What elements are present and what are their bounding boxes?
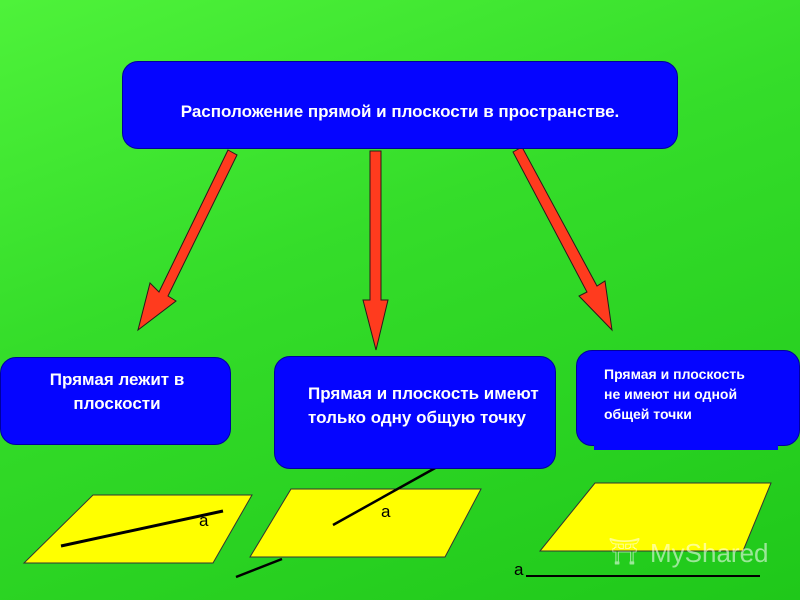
plane-right bbox=[538, 482, 772, 552]
line-intersecting-lower bbox=[235, 557, 283, 579]
line-intersecting-upper bbox=[332, 465, 438, 527]
watermark-logo-icon: ⛩ bbox=[608, 536, 642, 566]
case-box-one-common-point: Прямая и плоскость имеют только одну общ… bbox=[274, 356, 556, 469]
watermark-text: MyShared bbox=[650, 538, 769, 568]
case-text-one-common-point: Прямая и плоскость имеют только одну общ… bbox=[308, 384, 539, 427]
case-text-lies-in-plane: Прямая лежит в плоскости bbox=[49, 370, 185, 413]
case-box-no-common-points: Прямая и плоскость не имеют ни одной общ… bbox=[576, 350, 800, 446]
line-label-right: а bbox=[514, 560, 524, 579]
arrow-left bbox=[137, 149, 238, 332]
case-box-lies-in-plane: Прямая лежит в плоскости bbox=[0, 357, 231, 445]
plane-middle bbox=[249, 488, 482, 558]
line-in-plane bbox=[60, 509, 224, 548]
line-label-middle: а bbox=[381, 502, 391, 521]
arrow-right bbox=[512, 146, 613, 332]
case-text-no-common-points: Прямая и плоскость не имеют ни одной общ… bbox=[604, 366, 745, 422]
line-label-left: а bbox=[199, 511, 209, 530]
title-box: Расположение прямой и плоскости в простр… bbox=[122, 61, 678, 149]
arrow-middle bbox=[362, 150, 389, 351]
case-box-underline bbox=[594, 444, 778, 450]
title-text: Расположение прямой и плоскости в простр… bbox=[180, 102, 620, 121]
